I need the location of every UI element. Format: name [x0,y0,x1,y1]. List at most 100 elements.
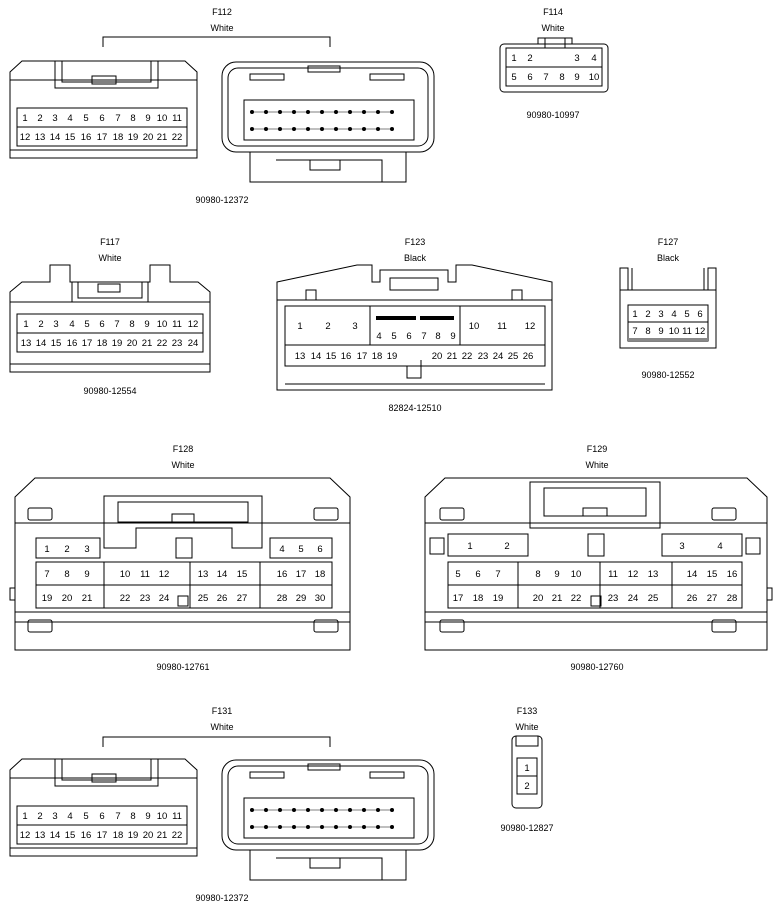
f131-male-pin-area [243,797,415,839]
svg-text:8: 8 [535,569,540,580]
f131-male-pin-dots [250,808,394,829]
f128-guide-right-bottom [313,619,339,633]
svg-text:19: 19 [42,593,53,604]
f129-lock [529,481,661,529]
f131-female-ribs [10,777,197,849]
svg-text:21: 21 [142,338,153,349]
svg-text:16: 16 [67,338,78,349]
f123-guides [305,289,523,300]
svg-text:15: 15 [707,569,718,580]
svg-text:1: 1 [467,541,472,552]
f131-female-housing [9,758,198,857]
svg-text:24: 24 [493,351,504,362]
svg-text:10: 10 [157,319,168,330]
f128-lock [103,495,263,549]
svg-text:10: 10 [157,113,168,124]
f127-id: F127 [658,237,679,247]
f129-side-key [766,587,773,601]
svg-text:5: 5 [83,113,88,124]
f128-side-key [9,587,16,601]
f131-part-number: 90980-12372 [195,893,248,903]
svg-text:11: 11 [172,811,182,822]
f117-id: F117 [100,237,120,247]
f131-male-housing [221,759,435,851]
svg-text:8: 8 [130,113,135,124]
svg-text:6: 6 [527,72,532,83]
svg-text:4: 4 [69,319,74,330]
f129-part-number: 90980-12760 [570,662,623,672]
f114-part-number: 90980-10997 [526,110,579,120]
f128-guide-left-top [27,507,53,521]
svg-text:1: 1 [511,53,516,64]
f129-side-key-left [429,537,445,555]
f128-guide-left-bottom [27,619,53,633]
svg-text:25: 25 [508,351,519,362]
f131-pair-bracket [102,736,331,747]
svg-text:20: 20 [127,338,138,349]
svg-text:21: 21 [552,593,563,604]
f117-housing [9,264,211,373]
f133-part-number: 90980-12827 [500,823,553,833]
svg-text:2: 2 [38,319,43,330]
f114-housing [499,43,609,93]
svg-text:15: 15 [326,351,337,362]
f112-male-pin-dots [250,110,394,131]
f129-color: White [585,460,608,470]
svg-text:10: 10 [120,569,131,580]
f112-id: F112 [212,7,232,17]
svg-text:6: 6 [99,811,104,822]
f123-color: Black [404,253,427,263]
svg-text:1: 1 [22,811,27,822]
svg-text:29: 29 [296,593,307,604]
svg-text:11: 11 [140,569,150,580]
svg-text:22: 22 [172,132,183,143]
svg-text:12: 12 [695,326,706,337]
svg-text:12: 12 [525,321,536,332]
f117-ribs [10,301,210,365]
svg-text:8: 8 [130,811,135,822]
svg-text:28: 28 [277,593,288,604]
svg-text:6: 6 [475,569,480,580]
f123-lock-tab [389,277,439,291]
svg-text:8: 8 [559,72,564,83]
f133-lock [515,736,539,747]
svg-text:13: 13 [21,338,32,349]
svg-text:2: 2 [504,541,509,552]
svg-text:23: 23 [608,593,619,604]
svg-text:14: 14 [687,569,698,580]
svg-text:11: 11 [682,326,692,337]
svg-text:7: 7 [632,326,637,337]
svg-text:16: 16 [277,569,288,580]
f128-ribs [15,522,350,623]
svg-text:17: 17 [82,338,93,349]
f127-frame [620,268,716,291]
f117-lock [71,282,149,302]
f131-male-inner [227,765,429,845]
svg-text:13: 13 [198,569,209,580]
svg-text:23: 23 [172,338,183,349]
svg-text:13: 13 [648,569,659,580]
f129-side-key-right [745,537,761,555]
svg-text:15: 15 [65,830,76,841]
svg-text:8: 8 [129,319,134,330]
svg-text:2: 2 [645,309,650,320]
svg-text:4: 4 [717,541,722,552]
f123-id: F123 [405,237,426,247]
svg-text:5: 5 [298,544,303,555]
svg-text:17: 17 [97,132,108,143]
svg-text:24: 24 [159,593,170,604]
svg-text:20: 20 [143,132,154,143]
svg-text:28: 28 [727,593,738,604]
f114-lock [537,37,573,49]
f128-guide-right-top [313,507,339,521]
svg-text:1: 1 [632,309,637,320]
svg-text:19: 19 [112,338,123,349]
svg-text:3: 3 [53,319,58,330]
f129-lock-tab [582,507,608,517]
svg-text:7: 7 [115,811,120,822]
